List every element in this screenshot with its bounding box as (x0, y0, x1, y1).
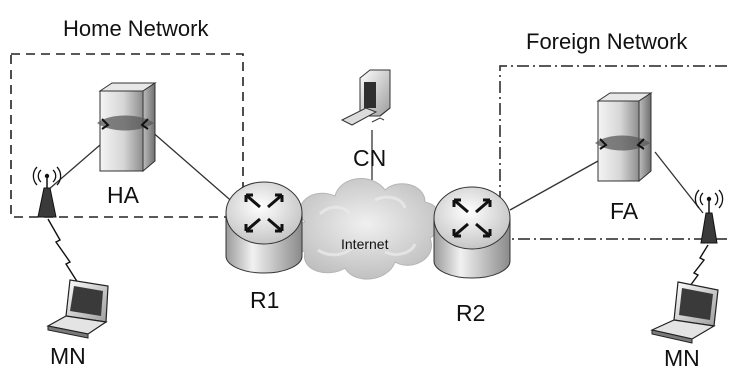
fa-server-icon (595, 92, 653, 183)
foreign-mn-laptop-icon (650, 281, 719, 344)
home-wireless-link-icon (47, 218, 79, 284)
fa-label: FA (610, 198, 639, 224)
ha-server-icon (97, 82, 157, 173)
foreign-mn-label: MN (664, 345, 700, 371)
foreign-network-boundary (499, 65, 727, 240)
r2-label: R2 (456, 300, 486, 326)
r1-router-icon (225, 181, 303, 274)
home-network-boundary (10, 53, 244, 218)
link-r2-fa (509, 160, 599, 211)
r1-label: R1 (250, 287, 280, 313)
cn-desktop-computer-icon (340, 69, 391, 126)
link-ap-ha (47, 144, 101, 191)
foreign-wireless-link-icon (689, 244, 709, 287)
link-ha-r1 (149, 129, 237, 206)
internet-label: Internet (341, 236, 389, 252)
cloud-icon (290, 178, 442, 280)
home-access-point-icon (32, 166, 62, 218)
cn-label: CN (353, 145, 387, 171)
ha-label: HA (107, 182, 139, 208)
home-mn-laptop-icon (46, 279, 109, 339)
home-network-label: Home Network (63, 16, 209, 41)
link-fa-ap (654, 151, 704, 214)
network-links (47, 129, 704, 214)
foreign-network-label: Foreign Network (526, 29, 688, 54)
home-mn-label: MN (50, 343, 86, 369)
foreign-access-point-icon (694, 189, 724, 244)
r2-router-icon (433, 186, 511, 279)
